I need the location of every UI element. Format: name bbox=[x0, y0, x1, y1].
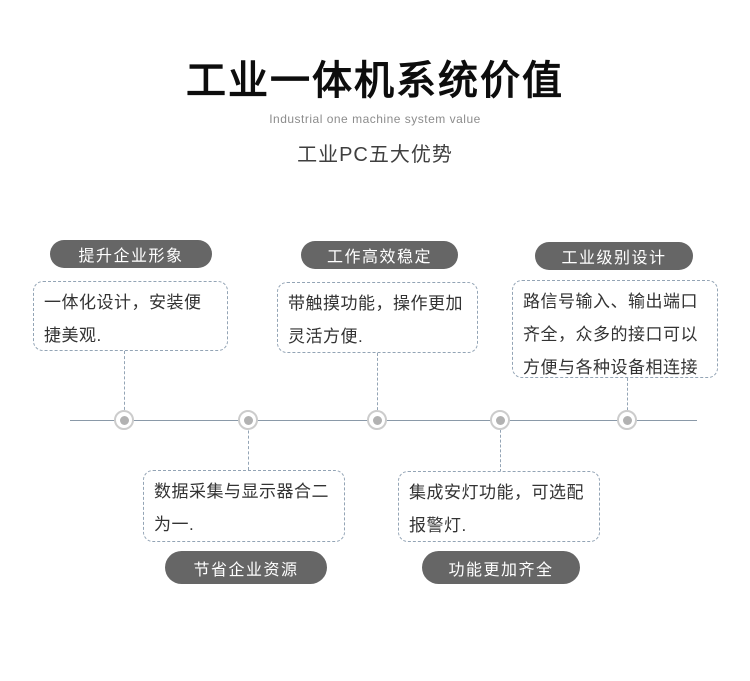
timeline-dot-4 bbox=[490, 410, 510, 430]
connector-line-2 bbox=[248, 420, 249, 470]
feature-note-stable-work: 带触摸功能，操作更加灵活方便. bbox=[277, 282, 478, 353]
timeline-dot-core bbox=[495, 415, 505, 425]
feature-note-more-functions: 集成安灯功能，可选配报警灯. bbox=[398, 471, 600, 542]
page-title: 工业一体机系统价值 bbox=[186, 59, 564, 103]
feature-badge-improve-image: 提升企业形象 bbox=[50, 240, 212, 268]
feature-note-industrial-design: 路信号输入、输出端口齐全，众多的接口可以方便与各种设备相连接 bbox=[512, 280, 718, 378]
feature-badge-stable-work: 工作高效稳定 bbox=[301, 241, 458, 269]
connector-line-4 bbox=[500, 420, 501, 472]
timeline-dot-core bbox=[372, 415, 382, 425]
timeline-dot-5 bbox=[617, 410, 637, 430]
timeline-dot-core bbox=[622, 415, 632, 425]
timeline-dot-2 bbox=[238, 410, 258, 430]
feature-note-save-resources: 数据采集与显示器合二为一. bbox=[143, 470, 345, 542]
feature-badge-save-resources: 节省企业资源 bbox=[165, 551, 327, 584]
page-subtitle: Industrial one machine system value bbox=[269, 112, 481, 126]
timeline-dot-core bbox=[119, 415, 129, 425]
connector-line-1 bbox=[124, 351, 125, 420]
timeline-dot-3 bbox=[367, 410, 387, 430]
connector-line-3 bbox=[377, 353, 378, 420]
feature-badge-more-functions: 功能更加齐全 bbox=[422, 551, 580, 584]
feature-note-improve-image: 一体化设计，安装便捷美观. bbox=[33, 281, 228, 351]
timeline-dot-core bbox=[243, 415, 253, 425]
feature-badge-industrial-design: 工业级别设计 bbox=[535, 242, 693, 270]
tagline: 工业PC五大优势 bbox=[297, 144, 453, 166]
timeline-dot-1 bbox=[114, 410, 134, 430]
connector-line-5 bbox=[627, 378, 628, 420]
